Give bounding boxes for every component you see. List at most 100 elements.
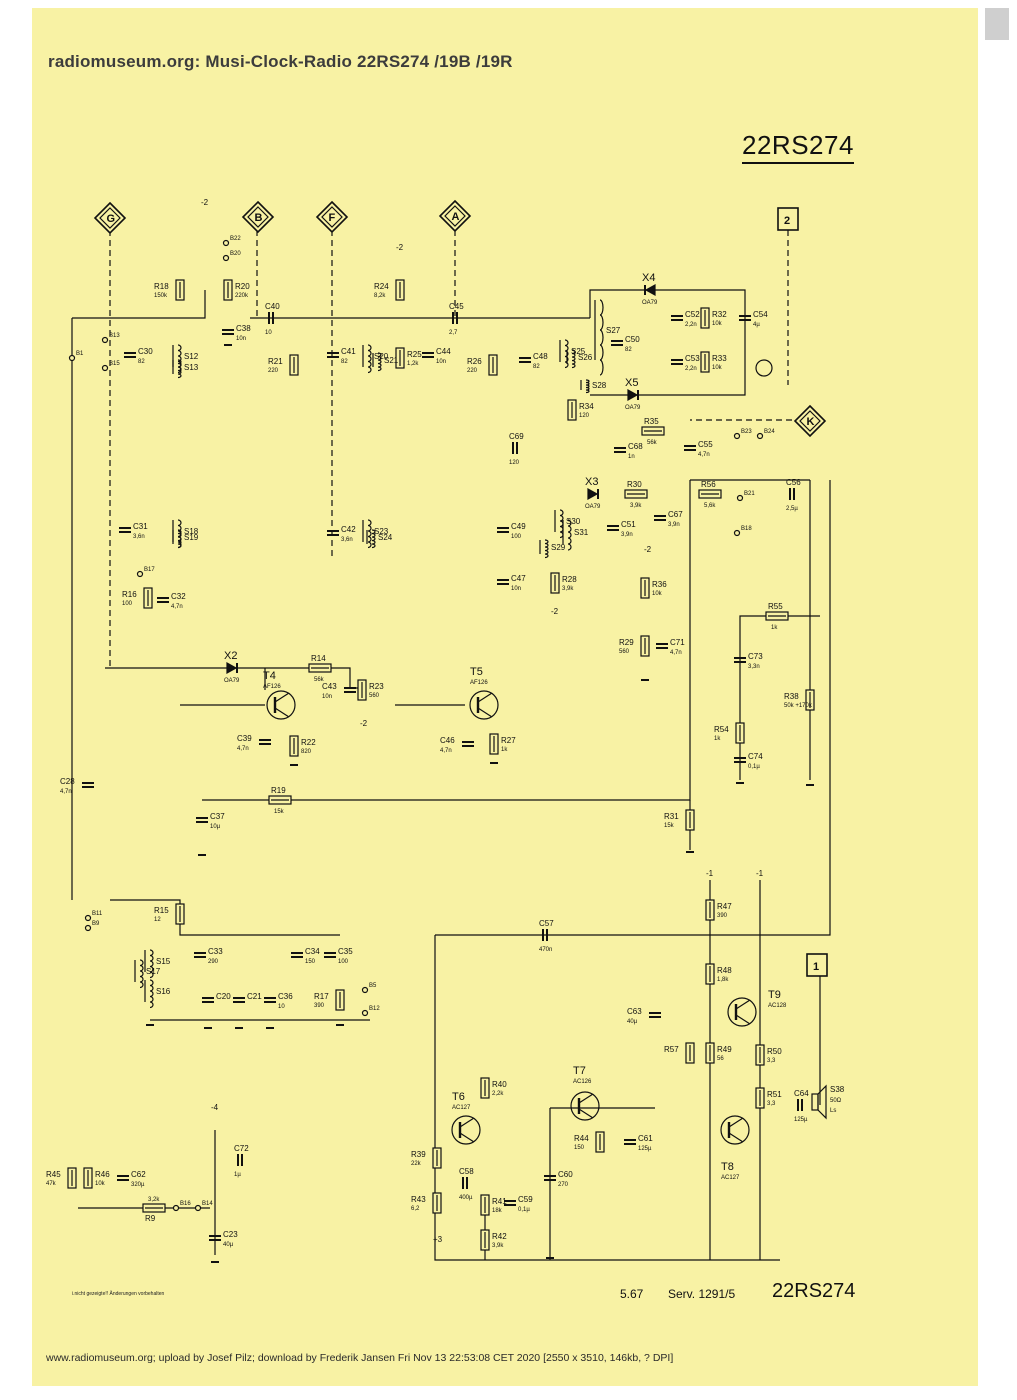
capacitor-value-c60: 270 (558, 1182, 569, 1188)
capacitor-name-c47: C47 (511, 574, 526, 583)
transistor-collector (578, 1093, 594, 1104)
capacitor-value-c55: 4,7n (698, 452, 710, 458)
switch-contact (756, 432, 764, 440)
diode-x4 (644, 283, 656, 297)
resistor-value-r51: 3,3 (767, 1101, 776, 1107)
capacitor-value-c57: 470n (539, 947, 552, 953)
capacitor-name-c37: C37 (210, 812, 225, 821)
speaker-label: Ls (830, 1108, 836, 1114)
capacitor-name-c54: C54 (753, 310, 768, 319)
capacitor-name-c43: C43 (322, 682, 337, 691)
resistor-value-r42: 3,9k (492, 1243, 504, 1249)
connector-inner (799, 410, 821, 432)
transistor-type-t8: AC127 (721, 1175, 740, 1181)
capacitor-value-c35: 100 (338, 959, 349, 965)
capacitor-value-c52: 2,2n (685, 322, 697, 328)
coil-name-s27: S27 (606, 326, 621, 335)
capacitor-value-c31: 3,6n (133, 534, 145, 540)
transistor-collector (274, 692, 290, 703)
switch-label-b23: B23 (741, 429, 752, 435)
capacitor-name-c46: C46 (440, 736, 455, 745)
capacitor-name-c35: C35 (338, 947, 353, 956)
capacitor-name-c45: C45 (449, 302, 464, 311)
transistor-name-t7: T7 (573, 1065, 586, 1077)
upload-credit: www.radiomuseum.org; upload by Josef Pil… (46, 1352, 674, 1364)
coil-name-s29: S29 (551, 543, 566, 552)
coil-name-s19: S19 (184, 533, 199, 542)
capacitor-value-c56: 2,5µ (786, 506, 798, 512)
coil-name-s20: S20 (374, 352, 389, 361)
switch-label-b15: B15 (109, 361, 120, 367)
coil-s16 (149, 979, 154, 1009)
capacitor-value-c44: 10n (436, 359, 446, 365)
diode-name-x5: X5 (625, 377, 638, 389)
coil-name-s16: S16 (156, 987, 171, 996)
resistor-name-r57: R57 (664, 1045, 679, 1054)
switch-contact (172, 1204, 180, 1212)
capacitor-name-c36: C36 (278, 992, 293, 1001)
capacitor-value-c23: 40µ (223, 1242, 234, 1248)
supply-label: +3 (433, 1235, 443, 1244)
resistor-name-r20: R20 (235, 282, 250, 291)
resistor-value-r20: 220k (235, 293, 249, 299)
resistor-value-r47: 390 (717, 913, 728, 919)
connector-inner (444, 205, 466, 227)
connector-a (438, 199, 472, 233)
transistor-t4 (266, 690, 296, 720)
switch-label-b22: B22 (230, 236, 241, 242)
capacitor-name-c63: C63 (627, 1007, 642, 1016)
resistor-value-r22: 820 (301, 749, 312, 755)
resistor-name-r43: R43 (411, 1195, 426, 1204)
capacitor-name-c72: C72 (234, 1144, 249, 1153)
capacitor-value-c61: 125µ (638, 1146, 652, 1152)
connector-label-1: 1 (813, 961, 819, 973)
switch-label-b11: B11 (92, 911, 103, 917)
capacitor-value-c46: 4,7n (440, 748, 452, 754)
resistor-value-r14: 56k (314, 677, 325, 683)
supply-label: -4 (211, 1103, 219, 1112)
transistor-emitter (274, 707, 290, 718)
capacitor-name-c60: C60 (558, 1170, 573, 1179)
resistor-name-r51: R51 (767, 1090, 782, 1099)
switch-label-b17: B17 (144, 567, 155, 573)
resistor-value-r49: 56 (717, 1056, 724, 1062)
switch-contact (222, 239, 230, 247)
capacitor-name-c34: C34 (305, 947, 320, 956)
supply-label: -2 (644, 545, 652, 554)
capacitor-value-c34: 150 (305, 959, 316, 965)
coil-name-s30: S30 (566, 517, 581, 526)
resistor-name-r45: R45 (46, 1170, 61, 1179)
switch-label-b21: B21 (744, 491, 755, 497)
transistor-t5 (469, 690, 499, 720)
capacitor-name-c41: C41 (341, 347, 356, 356)
resistor-value-r24: 8,2k (374, 293, 386, 299)
capacitor-name-c52: C52 (685, 310, 700, 319)
capacitor-value-c53: 2,2n (685, 366, 697, 372)
resistor-value-r19: 15k (274, 809, 285, 815)
capacitor-value-c63: 40µ (627, 1019, 638, 1025)
switch-contact (733, 529, 741, 537)
resistor-name-r36: R36 (652, 580, 667, 589)
resistor-value-r15: 12 (154, 917, 161, 923)
capacitor-value-c49: 100 (511, 534, 522, 540)
capacitor-name-c39: C39 (237, 734, 252, 743)
capacitor-value-c48: 82 (533, 364, 540, 370)
switch-contact (84, 914, 92, 922)
speaker-value: 50Ω (830, 1098, 842, 1104)
capacitor-value-c42: 3,6n (341, 537, 353, 543)
capacitor-name-c57: C57 (539, 919, 554, 928)
connector-2 (777, 207, 799, 231)
resistor-name-r21: R21 (268, 357, 283, 366)
transistor-name-t4: T4 (263, 670, 276, 682)
coil-s27 (599, 299, 604, 376)
resistor-name-r50: R50 (767, 1047, 782, 1056)
resistor-name-r27: R27 (501, 736, 516, 745)
diode-name-x2: X2 (224, 650, 237, 662)
transistor-emitter (477, 707, 493, 718)
supply-label: -2 (551, 607, 559, 616)
capacitor-value-c62: 320µ (131, 1182, 145, 1188)
resistor-value-r36: 10k (652, 591, 663, 597)
coil-name-s15: S15 (156, 957, 171, 966)
page-title: radiomuseum.org: Musi-Clock-Radio 22RS27… (48, 52, 513, 71)
connector-label-a: A (452, 211, 460, 223)
